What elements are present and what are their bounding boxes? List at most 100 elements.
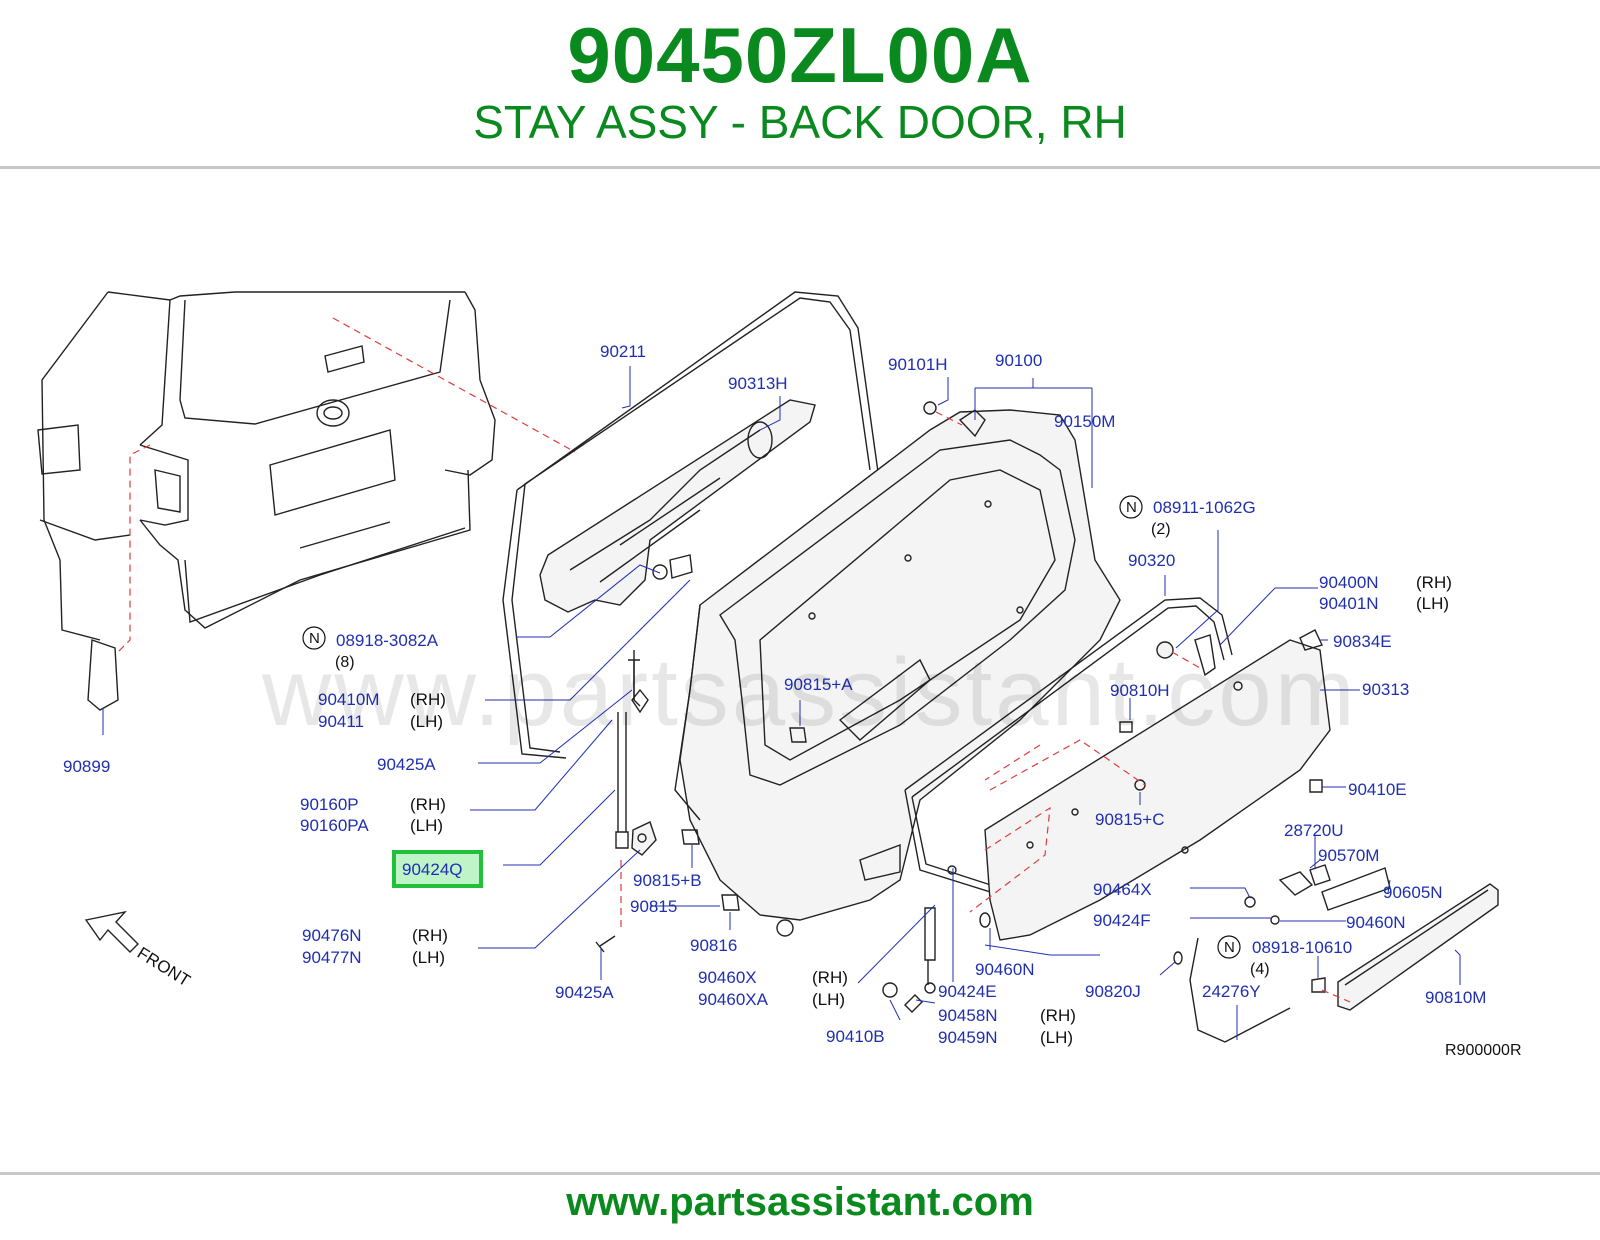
label-90401N[interactable]: 90401N: [1319, 594, 1379, 613]
label-90100[interactable]: 90100: [995, 351, 1042, 370]
label-90425A-lower[interactable]: 90425A: [555, 983, 614, 1002]
side-lh-90459N: (LH): [1040, 1028, 1073, 1047]
label-90810H[interactable]: 90810H: [1110, 681, 1170, 700]
side-lh-90160PA: (LH): [410, 816, 443, 835]
part-28720U: [1278, 864, 1331, 896]
n-marker-icon-08918b: N: [1217, 935, 1241, 959]
label-90815B[interactable]: 90815+B: [633, 871, 702, 890]
qty-08911: (2): [1151, 521, 1171, 538]
side-rh-90458N: (RH): [1040, 1006, 1076, 1025]
bumper-90815A: [789, 727, 807, 743]
side-rh-90410M: (RH): [410, 690, 446, 709]
label-90605N[interactable]: 90605N: [1383, 883, 1443, 902]
vehicle-rear-drawing: [37, 291, 496, 711]
side-rh-90460X: (RH): [812, 968, 848, 987]
label-90410E[interactable]: 90410E: [1348, 780, 1407, 799]
part-labels: 90211 90313H 90101H 90100 90150M 08911-1…: [63, 342, 1522, 1059]
trim-90320: [904, 597, 1233, 896]
part-90460N-right: [1270, 915, 1280, 925]
label-90460N-center[interactable]: 90460N: [975, 960, 1035, 979]
svg-text:N: N: [1224, 939, 1235, 956]
label-90460N-right[interactable]: 90460N: [1346, 913, 1406, 932]
label-90899[interactable]: 90899: [63, 757, 110, 776]
side-lh-90401N: (LH): [1416, 594, 1449, 613]
label-90834E[interactable]: 90834E: [1333, 632, 1392, 651]
part-90410E: [1309, 779, 1323, 793]
gas-stay-90424E: [924, 907, 936, 994]
label-90815A[interactable]: 90815+A: [784, 675, 853, 694]
part-90460N-center: [979, 912, 991, 928]
watermark-text: www.partsassistant.com: [262, 639, 1358, 746]
exploded-view-drawing: FRONT N N N 90211 90313H 90101H 90100 90…: [37, 291, 1522, 1059]
label-90425A-upper[interactable]: 90425A: [377, 755, 436, 774]
part-90834E: [1299, 629, 1323, 651]
part-90810H: [1119, 721, 1133, 733]
label-28720U[interactable]: 28720U: [1284, 821, 1344, 840]
label-90160P[interactable]: 90160P: [300, 795, 359, 814]
part-90605N: [1321, 867, 1391, 911]
bumper-90816: [721, 894, 740, 911]
label-08911-1062G[interactable]: 08911-1062G: [1153, 498, 1256, 517]
side-rh-90476N: (RH): [412, 926, 448, 945]
label-24276Y[interactable]: 24276Y: [1202, 982, 1261, 1001]
side-lh-90477N: (LH): [412, 948, 445, 967]
side-lh-90460XA: (LH): [812, 990, 845, 1009]
weatherstrip-90211: [502, 291, 879, 759]
qty-08918b: (4): [1250, 961, 1270, 978]
label-90477N[interactable]: 90477N: [302, 948, 362, 967]
footer-divider: [0, 1172, 1600, 1175]
label-90458N[interactable]: 90458N: [938, 1006, 998, 1025]
label-90570M[interactable]: 90570M: [1318, 846, 1379, 865]
label-90816[interactable]: 90816: [690, 936, 737, 955]
label-90820J[interactable]: 90820J: [1085, 982, 1141, 1001]
side-lh-90411: (LH): [410, 712, 443, 731]
label-90313[interactable]: 90313: [1362, 680, 1409, 699]
label-90460X[interactable]: 90460X: [698, 968, 757, 987]
n-marker-icon-08911: N: [1119, 495, 1143, 519]
part-90101H: [923, 401, 937, 415]
part-08911: [1156, 641, 1174, 659]
label-90410B[interactable]: 90410B: [826, 1027, 885, 1046]
label-90460XA[interactable]: 90460XA: [698, 990, 769, 1009]
front-arrow-icon: [84, 910, 139, 953]
part-description: STAY ASSY - BACK DOOR, RH: [473, 96, 1127, 148]
trim-panel-90313: [984, 639, 1331, 941]
label-90313H[interactable]: 90313H: [728, 374, 788, 393]
leader-lines: [470, 366, 1461, 1040]
label-90400N[interactable]: 90400N: [1319, 573, 1379, 592]
label-90150M[interactable]: 90150M: [1054, 412, 1115, 431]
side-rh-90400N: (RH): [1416, 573, 1452, 592]
bolt-90425A: [628, 659, 640, 700]
part-number-title: 90450ZL00A: [567, 11, 1033, 99]
reference-code: R900000R: [1445, 1042, 1522, 1059]
label-90160PA[interactable]: 90160PA: [300, 816, 369, 835]
qty-08918a: (8): [335, 654, 355, 671]
label-08918-10610[interactable]: 08918-10610: [1252, 938, 1352, 957]
parts-diagram: www.partsassistant.com: [0, 170, 1600, 1170]
label-90424F[interactable]: 90424F: [1093, 911, 1151, 930]
garnish-90810M: [1337, 883, 1499, 1011]
harness-24276Y: [1189, 937, 1291, 1043]
footer-url-link[interactable]: www.partsassistant.com: [566, 1180, 1034, 1224]
grommet: [776, 919, 794, 937]
side-rh-90160P: (RH): [410, 795, 446, 814]
part-90424E-top: [947, 865, 957, 875]
label-90410M[interactable]: 90410M: [318, 690, 379, 709]
label-90424Q[interactable]: 90424Q: [402, 860, 463, 879]
label-08918-3082A[interactable]: 08918-3082A: [336, 631, 439, 650]
label-90815[interactable]: 90815: [630, 897, 677, 916]
header-divider: [0, 166, 1600, 169]
label-90411[interactable]: 90411: [318, 712, 364, 731]
label-90211[interactable]: 90211: [600, 342, 646, 361]
label-90459N[interactable]: 90459N: [938, 1028, 998, 1047]
label-90101H[interactable]: 90101H: [888, 355, 948, 374]
bumper-90815B: [681, 829, 700, 845]
back-door-panel: [674, 409, 1121, 921]
label-90464X[interactable]: 90464X: [1093, 880, 1152, 899]
label-90320[interactable]: 90320: [1128, 551, 1175, 570]
label-90476N[interactable]: 90476N: [302, 926, 362, 945]
front-label: FRONT: [134, 943, 194, 990]
label-90424E[interactable]: 90424E: [938, 982, 997, 1001]
label-90815C[interactable]: 90815+C: [1095, 810, 1164, 829]
label-90810M[interactable]: 90810M: [1425, 988, 1486, 1007]
